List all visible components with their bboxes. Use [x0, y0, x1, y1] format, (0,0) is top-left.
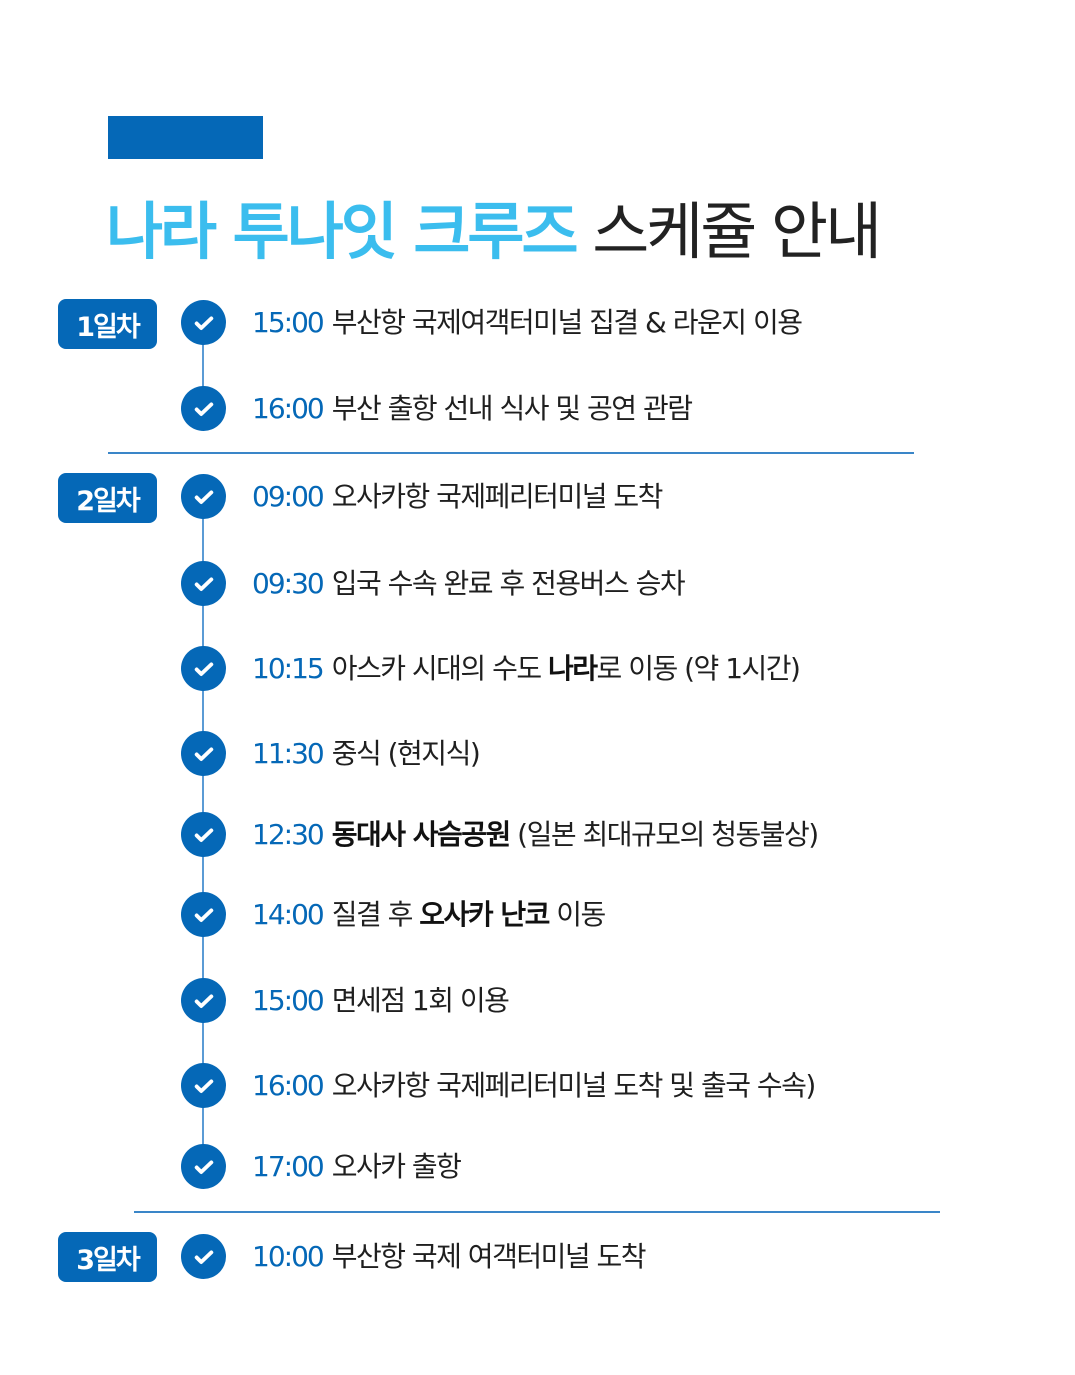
day-badge-1: 1일차: [58, 299, 157, 349]
day-badge-3: 3일차: [58, 1232, 157, 1282]
item-time: 09:00: [252, 480, 325, 513]
check-circle-icon: [181, 892, 226, 937]
item-desc-bold: 오사카 난코: [419, 898, 550, 931]
item-desc: 이동: [548, 898, 606, 931]
day-divider: [108, 452, 914, 454]
item-desc: 오사카항 국제페리터미널 도착: [331, 480, 664, 513]
day-badge-2: 2일차: [58, 473, 157, 523]
item-desc-bold: 동대사 사슴공원: [331, 818, 512, 851]
check-circle-icon: [181, 646, 226, 691]
check-circle-icon: [181, 1144, 226, 1189]
timeline-connector: [202, 322, 204, 408]
item-desc: 오사카 출항: [331, 1150, 462, 1183]
check-circle-icon: [181, 731, 226, 776]
check-circle-icon: [181, 386, 226, 431]
item-time: 12:30: [252, 818, 325, 851]
item-time: 14:00: [252, 898, 325, 931]
check-circle-icon: [181, 1234, 226, 1279]
item-desc: (일본 최대규모의 청동불상): [509, 818, 819, 851]
item-desc: 로 이동 (약 1시간): [596, 652, 801, 685]
item-time: 09:30: [252, 567, 325, 600]
page-title: 나라 투나잇 크루즈 스케쥴 안내: [106, 192, 882, 272]
check-circle-icon: [181, 1063, 226, 1108]
item-desc: 부산항 국제여객터미널 집결 & 라운지 이용: [331, 306, 803, 339]
title-rest: 스케쥴 안내: [592, 195, 882, 268]
item-desc: 오사카항 국제페리터미널 도착 및 출국 수속): [331, 1069, 817, 1102]
item-desc: 중식 (현지식): [331, 737, 481, 770]
item-desc: 입국 수속 완료 후 전용버스 승차: [331, 567, 686, 600]
item-time: 15:00: [252, 306, 325, 339]
day-divider: [134, 1211, 940, 1213]
item-desc-bold: 나라: [548, 652, 598, 685]
item-desc: 부산항 국제 여객터미널 도착: [331, 1240, 647, 1273]
item-time: 16:00: [252, 1069, 325, 1102]
accent-bar: [108, 116, 263, 159]
item-time: 17:00: [252, 1150, 325, 1183]
check-circle-icon: [181, 978, 226, 1023]
check-circle-icon: [181, 812, 226, 857]
check-circle-icon: [181, 474, 226, 519]
title-highlight: 나라 투나잇 크루즈: [106, 195, 578, 268]
item-desc: 면세점 1회 이용: [331, 984, 510, 1017]
item-time: 10:15: [252, 652, 325, 685]
item-time: 10:00: [252, 1240, 325, 1273]
check-circle-icon: [181, 300, 226, 345]
item-desc: 부산 출항 선내 식사 및 공연 관람: [331, 392, 693, 425]
item-desc: 질결 후: [331, 898, 420, 931]
item-time: 15:00: [252, 984, 325, 1017]
check-circle-icon: [181, 561, 226, 606]
item-desc: 아스카 시대의 수도: [331, 652, 548, 685]
item-time: 16:00: [252, 392, 325, 425]
item-time: 11:30: [252, 737, 325, 770]
